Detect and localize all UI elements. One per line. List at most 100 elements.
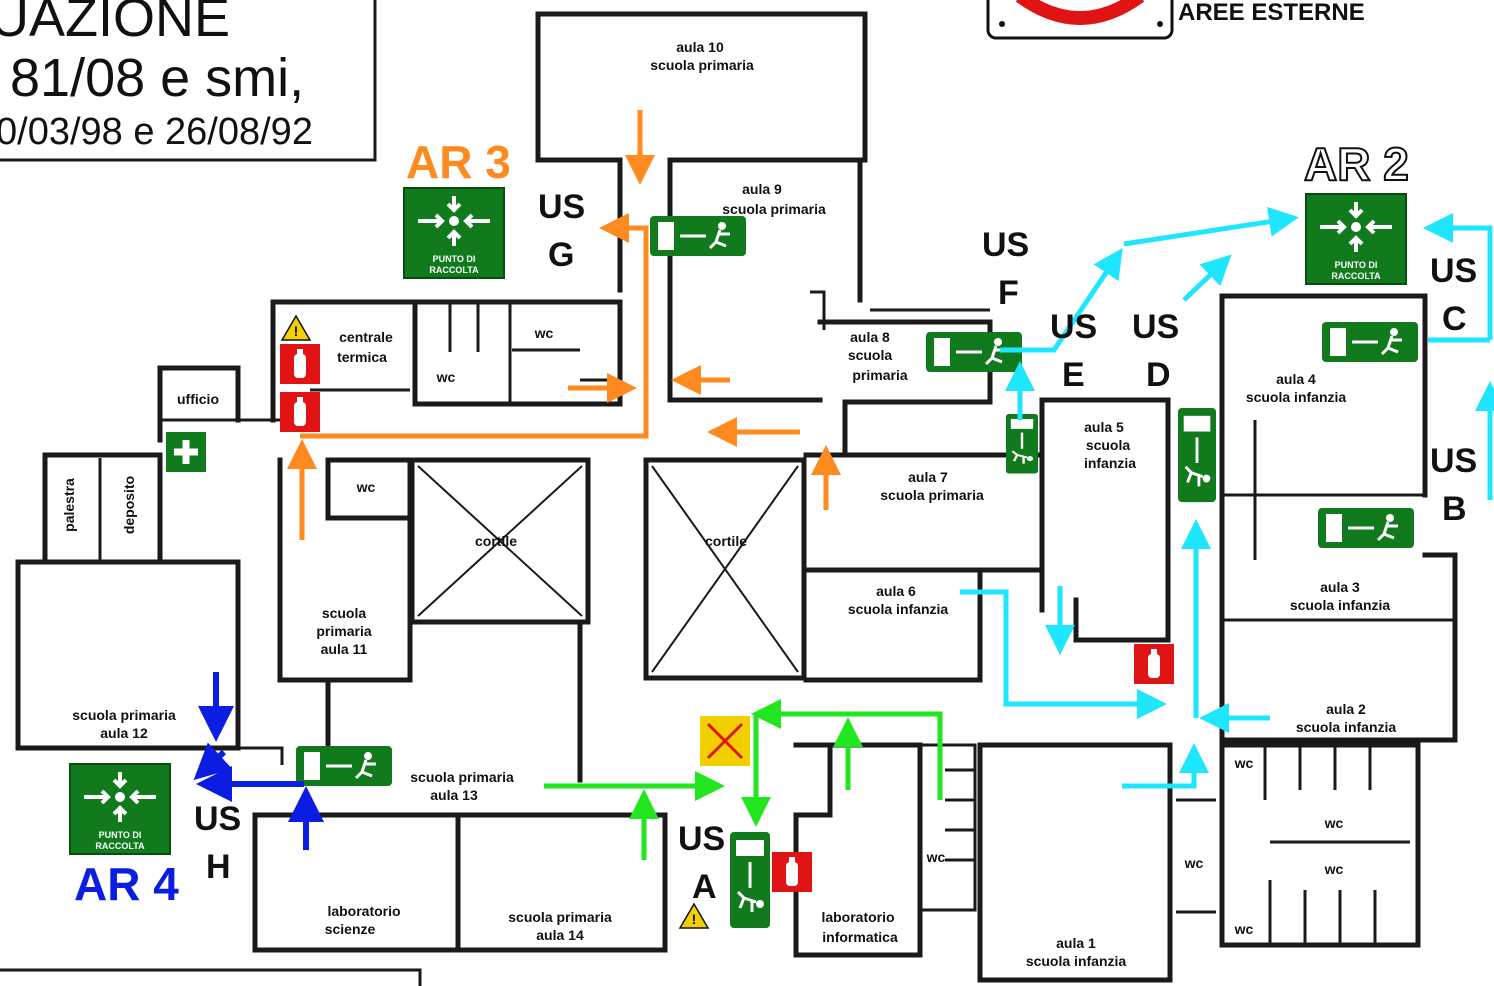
route-blue xyxy=(193,672,324,850)
emergency-exit-icon xyxy=(648,214,748,258)
route-cyan xyxy=(960,206,1494,789)
gym-label: palestra xyxy=(61,478,77,532)
title-box: UAZIONE 81/08 e smi, 0/03/98 e 26/08/92 xyxy=(0,0,377,162)
wc-label: wc xyxy=(436,369,456,385)
svg-text:scuola primaria: scuola primaria xyxy=(722,201,826,217)
svg-text:aula 5: aula 5 xyxy=(1084,419,1124,435)
svg-text:aula 1: aula 1 xyxy=(1056,935,1096,951)
svg-text:scuola: scuola xyxy=(322,605,367,621)
exit-label-b: US B xyxy=(1430,442,1477,528)
exit-label-c: USC xyxy=(1430,252,1477,338)
svg-text:scuola infanzia: scuola infanzia xyxy=(1290,597,1391,613)
room-aula-4: aula 4 scuola infanzia xyxy=(1246,371,1347,405)
fire-extinguisher-icon xyxy=(280,392,320,432)
fire-extinguisher-icon xyxy=(1134,644,1174,684)
svg-text:scienze: scienze xyxy=(325,921,376,937)
assembly-point-ar2: PUNTO DI RACCOLTA AR 2 xyxy=(1303,137,1410,286)
svg-text:aula 10: aula 10 xyxy=(676,39,724,55)
route-green xyxy=(544,699,943,860)
assembly-label-ar3: AR 3 xyxy=(406,136,511,188)
svg-text:laboratorio: laboratorio xyxy=(327,903,400,919)
fire-extinguisher-icon xyxy=(772,852,812,892)
svg-text:scuola infanzia: scuola infanzia xyxy=(1246,389,1347,405)
exit-labels: USG USF USE USD USC USB USH USA xyxy=(194,188,1477,906)
svg-text:G: G xyxy=(548,236,574,274)
assembly-point-ar4: PUNTO DI RACCOLTA AR 4 xyxy=(68,762,179,910)
safety-equipment xyxy=(280,315,1174,929)
room-aula-9: aula 9 scuola primaria xyxy=(722,181,826,217)
assembly-sign-text: RACCOLTA xyxy=(429,265,479,275)
route-orange xyxy=(287,110,841,540)
wc-label: wc xyxy=(534,325,554,341)
svg-text:aula 9: aula 9 xyxy=(742,181,782,197)
svg-text:US: US xyxy=(1430,442,1477,480)
svg-text:scuola primaria: scuola primaria xyxy=(72,707,176,723)
exit-label-e: US E xyxy=(1050,308,1097,394)
svg-text:aula 6: aula 6 xyxy=(876,583,916,599)
svg-text:aula 7: aula 7 xyxy=(908,469,948,485)
wc-label: wc xyxy=(926,849,946,865)
assembly-label-ar4: AR 4 xyxy=(74,858,179,910)
svg-text:US: US xyxy=(678,820,725,858)
svg-text:aula 3: aula 3 xyxy=(1320,579,1360,595)
room-aula-2: aula 2 scuola infanzia xyxy=(1296,701,1397,735)
law-reference: 81/08 e smi, xyxy=(10,48,304,108)
exit-signs xyxy=(166,214,1420,930)
storage-label: deposito xyxy=(121,476,137,534)
svg-text:E: E xyxy=(1062,356,1085,394)
wc-label: wc xyxy=(1184,855,1204,871)
assembly-sign-text: PUNTO DI xyxy=(99,830,142,840)
svg-text:F: F xyxy=(998,274,1019,312)
emergency-exit-icon xyxy=(1176,406,1218,504)
svg-text:US: US xyxy=(1050,308,1097,346)
assembly-label-ar2: AR 2 xyxy=(1304,138,1409,190)
assembly-sign-text: PUNTO DI xyxy=(1335,260,1378,270)
svg-text:aula 8: aula 8 xyxy=(850,329,890,345)
svg-text:scuola: scuola xyxy=(1086,437,1131,453)
svg-text:US: US xyxy=(538,188,585,226)
svg-text:B: B xyxy=(1442,490,1467,528)
assembly-sign-text: PUNTO DI xyxy=(433,254,476,264)
svg-text:US: US xyxy=(1430,252,1477,290)
legend-label: AREE ESTERNE xyxy=(1178,0,1365,26)
svg-text:aula 11: aula 11 xyxy=(321,641,368,657)
svg-text:aula 2: aula 2 xyxy=(1326,701,1366,717)
svg-text:aula 4: aula 4 xyxy=(1276,371,1316,387)
assembly-sign-text: RACCOLTA xyxy=(95,841,145,851)
office-label: ufficio xyxy=(177,391,219,407)
courtyard-label: cortile xyxy=(705,533,747,549)
fire-extinguisher-icon xyxy=(280,344,320,384)
assembly-point-ar3: PUNTO DI RACCOLTA AR 3 xyxy=(402,136,511,280)
svg-text:scuola infanzia: scuola infanzia xyxy=(1026,953,1127,969)
svg-text:US: US xyxy=(1132,308,1179,346)
emergency-exit-icon xyxy=(1004,412,1040,475)
warning-icon xyxy=(281,315,311,341)
svg-text:D: D xyxy=(1146,356,1171,394)
exit-label-a: USA xyxy=(678,820,725,906)
room-aula-1: aula 1 scuola infanzia xyxy=(1026,935,1127,969)
svg-text:informatica: informatica xyxy=(822,929,898,945)
room-aula-10: aula 10 scuola primaria xyxy=(650,39,754,73)
svg-text:primaria: primaria xyxy=(852,367,907,383)
emergency-exit-icon xyxy=(728,830,772,930)
room-aula-3: aula 3 scuola infanzia xyxy=(1290,579,1391,613)
svg-text:scuola primaria: scuola primaria xyxy=(650,57,754,73)
exit-label-h: USH xyxy=(194,800,241,886)
wc-label: wc xyxy=(1234,921,1254,937)
svg-text:scuola primaria: scuola primaria xyxy=(508,909,612,925)
svg-text:scuola primaria: scuola primaria xyxy=(410,769,514,785)
svg-text:centrale: centrale xyxy=(339,329,393,345)
exit-label-d: US D xyxy=(1132,308,1179,394)
svg-text:H: H xyxy=(206,848,231,886)
svg-text:scuola infanzia: scuola infanzia xyxy=(1296,719,1397,735)
wc-label: wc xyxy=(1324,815,1344,831)
